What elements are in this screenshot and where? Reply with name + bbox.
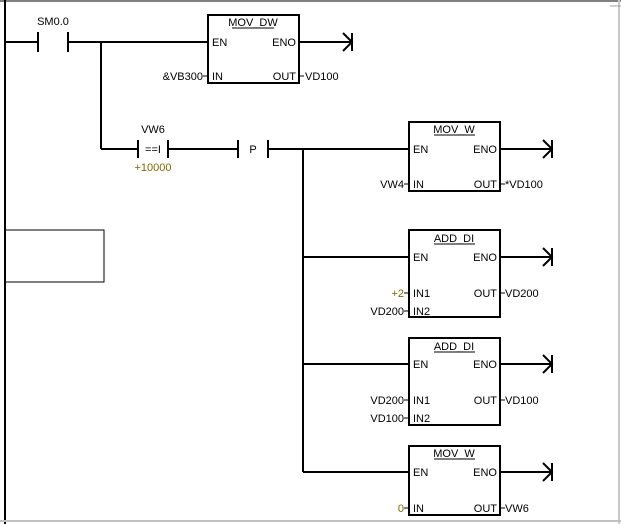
in-value: VW4 — [380, 179, 404, 191]
out-value: VW6 — [505, 503, 529, 515]
positive-edge-contact[interactable]: P — [237, 140, 269, 158]
contact-address: SM0.0 — [37, 16, 69, 28]
block-title: ADD_DI — [434, 341, 474, 353]
eno-pin: ENO — [473, 467, 497, 479]
in1-value: VD200 — [370, 395, 404, 407]
eno-pin: ENO — [473, 252, 497, 264]
compare-contact[interactable]: ==I — [137, 140, 169, 158]
out-value: VD100 — [305, 71, 339, 83]
compare-operand2: +10000 — [134, 162, 171, 174]
in1-pin: IN1 — [413, 288, 430, 300]
in1-pin: IN1 — [413, 395, 430, 407]
out-pin: OUT — [474, 179, 498, 191]
in-pin: IN — [413, 179, 424, 191]
compare-operand1: VW6 — [141, 124, 165, 136]
in-value: &VB300 — [163, 71, 203, 83]
out-pin: OUT — [273, 71, 297, 83]
in2-pin: IN2 — [413, 306, 430, 318]
add-di-block-2[interactable]: ADD_DI EN ENO IN1 IN2 OUT — [408, 337, 501, 426]
out-pin: OUT — [474, 288, 498, 300]
block-title: MOV_W — [433, 448, 475, 460]
eno-pin: ENO — [473, 359, 497, 371]
en-pin: EN — [413, 467, 428, 479]
in2-value: VD100 — [370, 413, 404, 425]
out-value: *VD100 — [505, 179, 543, 191]
selection-box[interactable] — [4, 229, 105, 283]
in2-value: VD200 — [370, 306, 404, 318]
contact-sm0-0[interactable] — [37, 32, 69, 52]
in-value: 0 — [398, 503, 404, 515]
block-title: MOV_DW — [228, 17, 278, 29]
en-pin: EN — [413, 359, 428, 371]
in2-pin: IN2 — [413, 413, 430, 425]
eno-pin: ENO — [473, 144, 497, 156]
en-pin: EN — [413, 144, 428, 156]
mov-w-block-1[interactable]: MOV_W EN ENO IN OUT — [408, 121, 501, 192]
mov-dw-block[interactable]: MOV_DW EN ENO IN OUT — [207, 14, 300, 84]
add-di-block-1[interactable]: ADD_DI EN ENO IN1 IN2 OUT — [408, 229, 501, 318]
block-title: MOV_W — [433, 124, 475, 136]
out-value: VD100 — [505, 395, 539, 407]
in-pin: IN — [212, 71, 223, 83]
in-pin: IN — [413, 503, 424, 515]
en-pin: EN — [212, 37, 227, 49]
eno-pin: ENO — [272, 37, 296, 49]
mov-w-block-2[interactable]: MOV_W EN ENO IN OUT — [408, 445, 501, 516]
compare-operator: ==I — [145, 144, 161, 156]
edge-label: P — [249, 144, 256, 156]
block-title: ADD_DI — [434, 233, 474, 245]
en-pin: EN — [413, 252, 428, 264]
in1-value: +2 — [391, 288, 404, 300]
out-value: VD200 — [505, 288, 539, 300]
out-pin: OUT — [474, 395, 498, 407]
out-pin: OUT — [474, 503, 498, 515]
